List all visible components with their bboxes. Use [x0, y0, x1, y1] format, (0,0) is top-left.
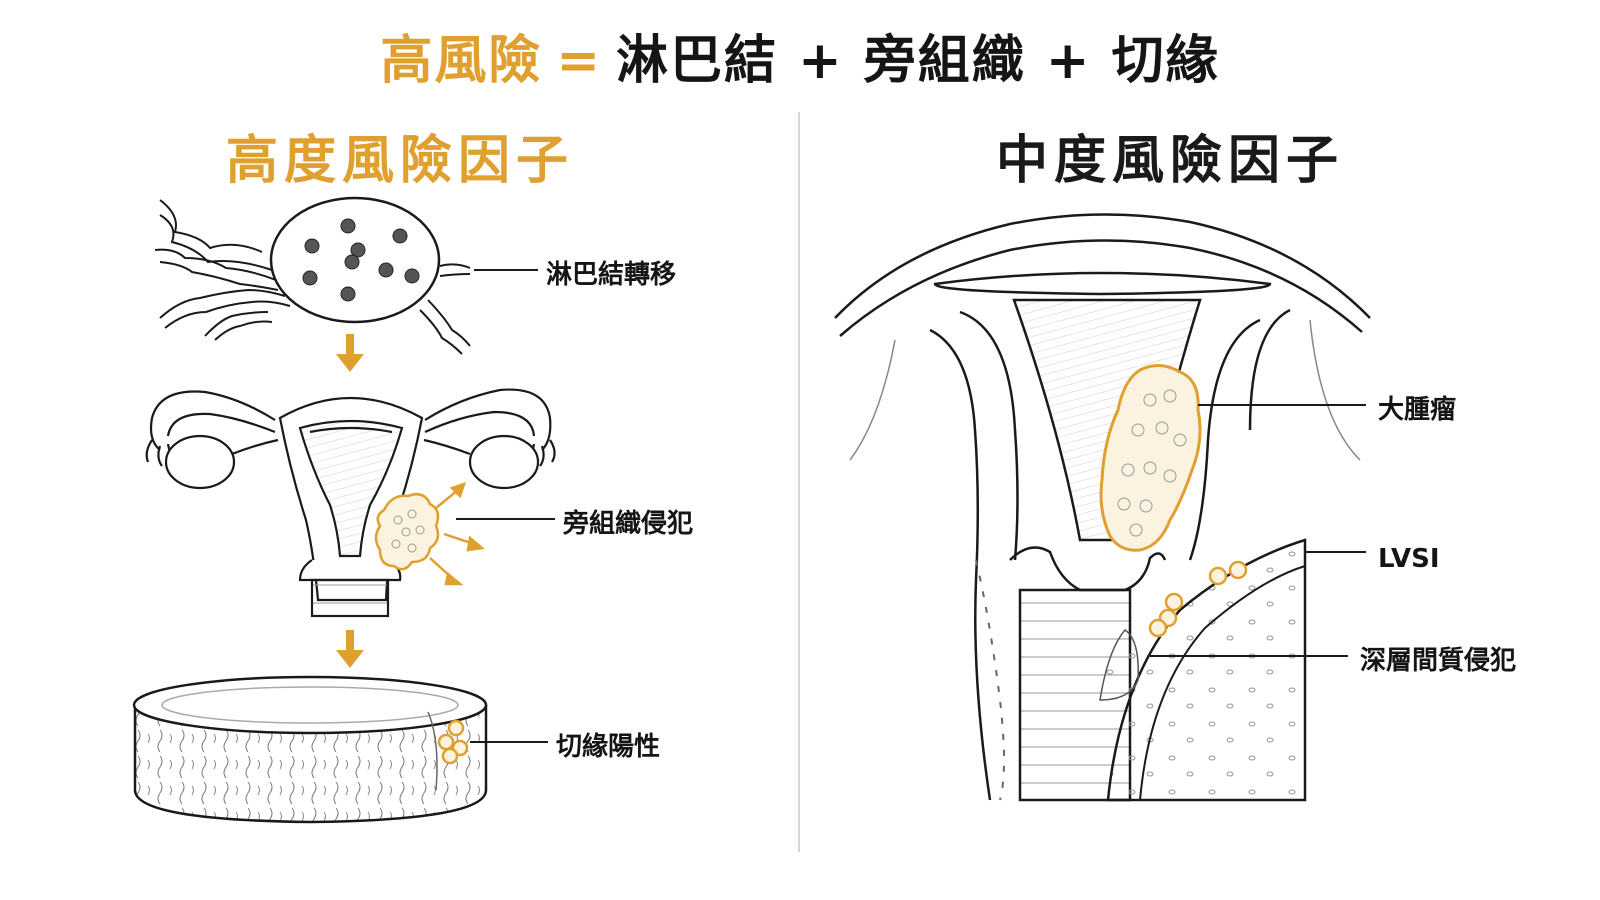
down-arrow-icon [336, 630, 364, 668]
panel-divider [798, 112, 800, 852]
label-positive-margin: 切緣陽性 [556, 732, 661, 762]
title-equals: = [556, 31, 603, 91]
title-highlight: 高風險 [380, 31, 543, 91]
parametrial-tumor [374, 493, 440, 571]
lvsi-cells [1148, 560, 1248, 638]
label-lymph-node-metastasis: 淋巴結轉移 [546, 260, 677, 290]
large-tumor [1099, 364, 1202, 552]
label-lvsi: LVSI [1378, 544, 1440, 574]
invasion-arrows [429, 482, 485, 586]
margin-specimen-illustration [132, 675, 488, 824]
main-title: 高風險=淋巴結 + 旁組織 + 切緣 [0, 18, 1600, 93]
positive-margin-cells [437, 719, 469, 765]
title-formula: 淋巴結 + 旁組織 + 切緣 [616, 31, 1220, 91]
stroma-tissue [1099, 538, 1307, 802]
metastatic-cells [302, 218, 420, 302]
right-leader-lines [1150, 404, 1366, 657]
label-parametrial-invasion: 旁組織侵犯 [563, 509, 694, 539]
high-risk-heading: 高度風險因子 [225, 131, 574, 191]
label-large-tumor: 大腫瘤 [1378, 395, 1457, 425]
down-arrow-icon [336, 334, 364, 372]
uterus-illustration [145, 388, 556, 618]
intermediate-risk-heading: 中度風險因子 [995, 131, 1344, 191]
label-deep-stromal-invasion: 深層間質侵犯 [1360, 646, 1517, 676]
